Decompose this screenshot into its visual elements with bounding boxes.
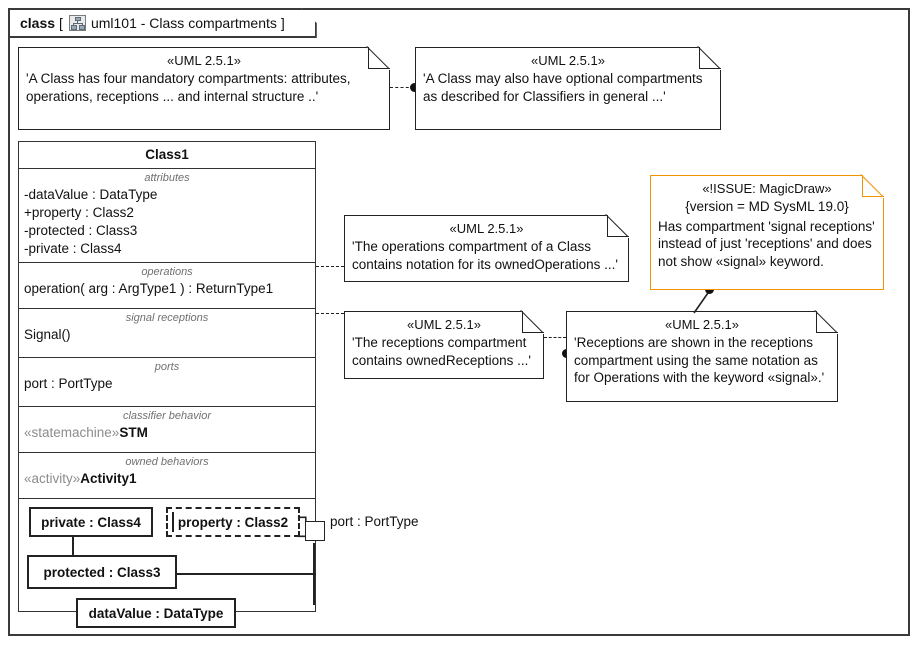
part-protected-class3[interactable]: protected : Class3: [27, 555, 177, 589]
note-fold-icon: [862, 175, 884, 197]
frame-bracket-close: ]: [280, 15, 285, 31]
compartment-label: owned behaviors: [125, 456, 209, 468]
note-line: contains ownedReceptions ...': [352, 352, 531, 368]
owned-behavior-item[interactable]: «activity»Activity1: [19, 470, 315, 488]
part-property-class2[interactable]: property : Class2: [166, 507, 300, 537]
diagram-frame-header[interactable]: class [ uml101 - Class compartments ]: [8, 8, 317, 38]
compartment-label: operations: [141, 266, 193, 278]
attribute-item[interactable]: -protected : Class3: [24, 223, 138, 238]
compartment-classifier-behavior: classifier behavior «statemachine»STM: [19, 407, 315, 453]
note-stereotype: «UML 2.5.1»: [407, 317, 481, 332]
operations-note-anchor-line: [316, 266, 344, 267]
note-stereotype: «UML 2.5.1»: [531, 53, 605, 68]
class-diagram-icon: [69, 15, 86, 31]
note-line: 'The operations compartment of a Class: [352, 239, 591, 254]
note-fold-icon: [522, 311, 544, 333]
part-datavalue-datatype[interactable]: dataValue : DataType: [76, 598, 236, 628]
part-label: private : Class4: [41, 514, 141, 530]
port-square[interactable]: [305, 521, 325, 541]
receptions-note-anchor-line: [316, 313, 344, 314]
note-stereotype: «UML 2.5.1»: [449, 221, 524, 236]
note-operations-compartment[interactable]: «UML 2.5.1» 'The operations compartment …: [344, 215, 629, 282]
note-issue-magicdraw[interactable]: «!ISSUE: MagicDraw» {version = MD SysML …: [650, 175, 884, 290]
note-line: compartment using the same notation as: [574, 352, 818, 368]
compartment-label: ports: [154, 361, 180, 373]
note-line: 'A Class has four mandatory compartments…: [26, 71, 351, 86]
note-anchor-line: [544, 337, 566, 338]
note-receptions-compartment[interactable]: «UML 2.5.1» 'The receptions compartment …: [344, 311, 544, 379]
compartment-attributes: attributes -dataValue : DataType +proper…: [19, 169, 315, 263]
operation-item[interactable]: operation( arg : ArgType1 ) : ReturnType…: [24, 281, 274, 296]
note-line: Has compartment 'signal receptions': [658, 218, 875, 234]
frame-title: uml101 - Class compartments: [90, 15, 277, 31]
note-line: for Operations with the keyword «signal»…: [574, 370, 825, 385]
port-label: port : PortType: [330, 514, 419, 529]
note-line: not show «signal» keyword.: [658, 253, 824, 269]
note-anchor-dot: [410, 83, 419, 92]
compartment-operations: operations operation( arg : ArgType1 ) :…: [19, 263, 315, 309]
part-label: dataValue : DataType: [88, 605, 224, 621]
note-class-mandatory-compartments[interactable]: «UML 2.5.1» 'A Class has four mandatory …: [18, 47, 390, 130]
part-label: property : Class2: [177, 514, 289, 530]
note-fold-icon: [699, 47, 721, 69]
compartment-ports: ports port : PortType: [19, 358, 315, 407]
note-stereotype: «UML 2.5.1»: [665, 317, 739, 332]
attribute-item[interactable]: +property : Class2: [24, 205, 134, 220]
note-line: 'The receptions compartment: [352, 335, 527, 350]
compartment-label: signal receptions: [125, 312, 209, 324]
note-line: as described for Classifiers in general …: [423, 88, 666, 104]
port-stub: [296, 573, 316, 575]
part-label: protected : Class3: [43, 564, 161, 580]
note-stereotype: «UML 2.5.1»: [167, 53, 241, 68]
stereotype-keyword: «statemachine»: [24, 425, 120, 440]
note-receptions-notation[interactable]: «UML 2.5.1» 'Receptions are shown in the…: [566, 311, 838, 402]
behavior-name: Activity1: [80, 471, 137, 486]
compartment-label: attributes: [144, 172, 190, 184]
frame-kind-label: class: [20, 15, 56, 31]
reception-item[interactable]: Signal(): [24, 327, 71, 342]
class-box-class1[interactable]: Class1 attributes -dataValue : DataType …: [18, 141, 316, 628]
class-name: Class1: [19, 142, 315, 169]
frame-bracket-open: [: [59, 15, 63, 31]
note-fold-icon: [368, 47, 390, 69]
note-fold-icon: [607, 215, 629, 237]
part-left-bar: [172, 512, 174, 532]
compartment-signal-receptions: signal receptions Signal(): [19, 309, 315, 358]
note-line: instead of just 'receptions' and does: [658, 236, 872, 251]
port-item[interactable]: port : PortType: [24, 376, 113, 391]
note-anchor-line: [390, 87, 414, 88]
attribute-item[interactable]: -dataValue : DataType: [24, 187, 158, 202]
note-fold-icon: [816, 311, 838, 333]
part-private-class4[interactable]: private : Class4: [29, 507, 153, 537]
part-connector: [72, 536, 74, 555]
behavior-name: STM: [119, 425, 148, 440]
compartment-internal-structure: private : Class4 property : Class2 ┐ ┘ p…: [19, 499, 316, 635]
classifier-behavior-item[interactable]: «statemachine»STM: [19, 424, 315, 442]
note-line: contains notation for its ownedOperation…: [352, 256, 618, 272]
note-line: 'A Class may also have optional compartm…: [423, 71, 703, 86]
note-stereotype: «!ISSUE: MagicDraw»: [702, 181, 832, 196]
compartment-owned-behaviors: owned behaviors «activity»Activity1: [19, 453, 315, 499]
note-version-tag: {version = MD SysML 19.0}: [685, 199, 849, 214]
stereotype-keyword: «activity»: [24, 471, 81, 486]
note-line: operations, receptions ... and internal …: [26, 88, 319, 104]
part-port-connector: [176, 573, 313, 575]
attribute-item[interactable]: -private : Class4: [24, 241, 122, 256]
compartment-label: classifier behavior: [122, 410, 212, 422]
note-line: 'Receptions are shown in the receptions: [574, 335, 813, 350]
note-class-optional-compartments[interactable]: «UML 2.5.1» 'A Class may also have optio…: [415, 47, 721, 130]
